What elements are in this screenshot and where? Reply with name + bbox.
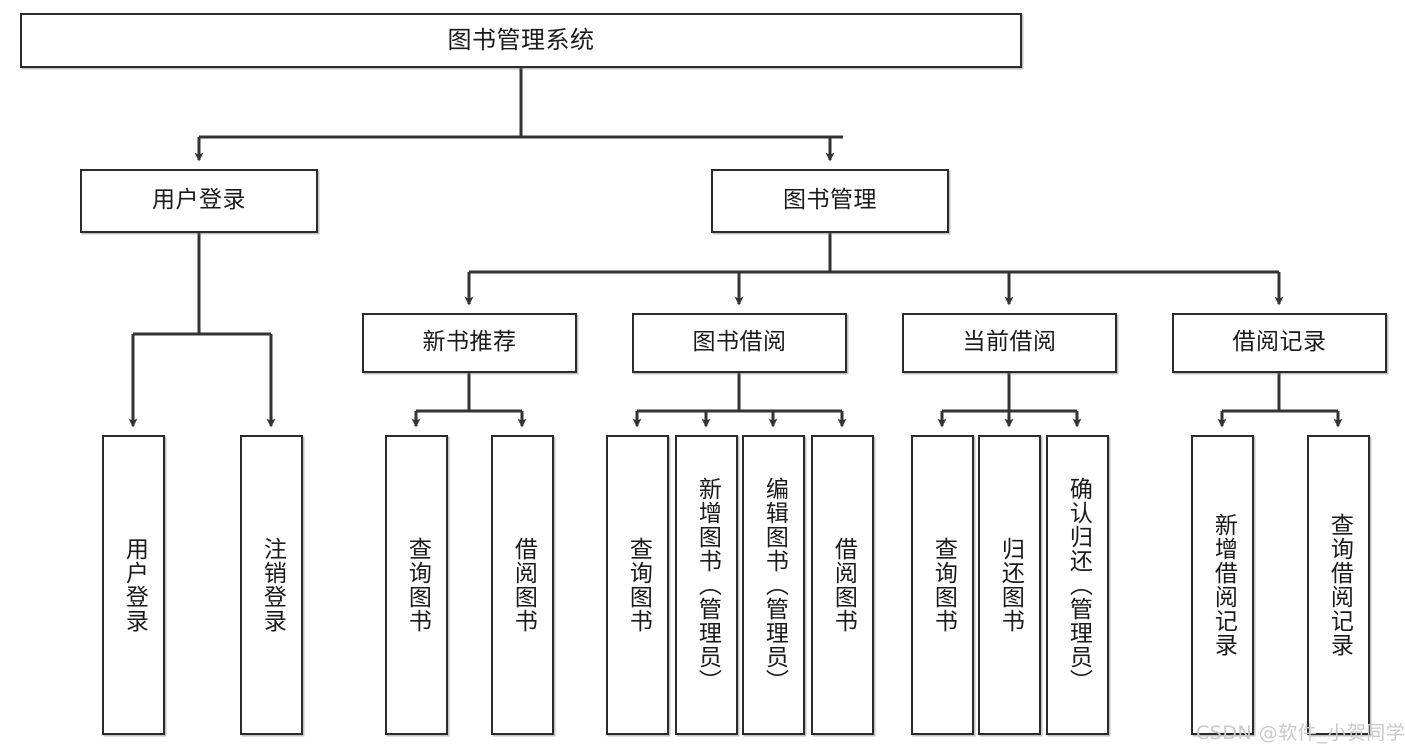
node-leaf-add-book[interactable]: 新增图书（管理员） <box>675 435 738 735</box>
node-label: 查询借阅记录 <box>1326 513 1353 657</box>
node-label: 归还图书 <box>997 537 1024 633</box>
node-leaf-return-book[interactable]: 归还图书 <box>978 435 1041 735</box>
node-label: 新增借阅记录 <box>1210 513 1237 657</box>
node-label: 注销登录 <box>259 537 286 633</box>
node-label: 当前借阅 <box>962 329 1057 356</box>
node-leaf-edit-book[interactable]: 编辑图书（管理员） <box>742 435 805 735</box>
node-leaf-logout-login[interactable]: 注销登录 <box>240 435 303 735</box>
node-leaf-borrow-book-recommend[interactable]: 借阅图书 <box>491 435 554 735</box>
node-label: 用户登录 <box>152 187 246 214</box>
node-label: 图书管理 <box>783 187 877 214</box>
node-label: 新书推荐 <box>422 329 517 356</box>
node-leaf-query-borrow-record[interactable]: 查询借阅记录 <box>1307 435 1370 735</box>
node-book-borrow[interactable]: 图书借阅 <box>632 313 847 373</box>
node-leaf-confirm-return[interactable]: 确认归还（管理员） <box>1046 435 1109 735</box>
node-leaf-user-login[interactable]: 用户登录 <box>102 435 165 735</box>
node-label: 查询图书 <box>930 537 957 633</box>
node-leaf-add-borrow-record[interactable]: 新增借阅记录 <box>1191 435 1254 735</box>
node-leaf-query-book-borrow[interactable]: 查询图书 <box>606 435 669 735</box>
node-label: 图书借阅 <box>692 329 787 356</box>
node-leaf-borrow-book[interactable]: 借阅图书 <box>811 435 874 735</box>
node-label: 查询图书 <box>404 537 431 633</box>
node-label: 查询图书 <box>625 537 652 633</box>
node-label: 图书管理系统 <box>447 26 595 55</box>
csdn-watermark: CSDN @软件_小贺同学 <box>1196 722 1405 744</box>
node-leaf-query-book-current[interactable]: 查询图书 <box>911 435 974 735</box>
node-label: 借阅记录 <box>1232 329 1327 356</box>
node-label: 用户登录 <box>121 537 148 633</box>
node-new-book-recommend[interactable]: 新书推荐 <box>362 313 577 373</box>
node-label: 借阅图书 <box>510 537 537 633</box>
node-label: 新增图书（管理员） <box>694 477 721 693</box>
node-leaf-query-book-recommend[interactable]: 查询图书 <box>385 435 448 735</box>
node-borrow-record[interactable]: 借阅记录 <box>1172 313 1387 373</box>
node-label: 借阅图书 <box>830 537 857 633</box>
node-label: 确认归还（管理员） <box>1065 477 1092 693</box>
node-current-borrow[interactable]: 当前借阅 <box>902 313 1117 373</box>
node-label: 编辑图书（管理员） <box>761 477 788 693</box>
node-root-system[interactable]: 图书管理系统 <box>20 13 1022 68</box>
node-book-management[interactable]: 图书管理 <box>711 169 949 233</box>
node-user-login[interactable]: 用户登录 <box>80 169 318 233</box>
